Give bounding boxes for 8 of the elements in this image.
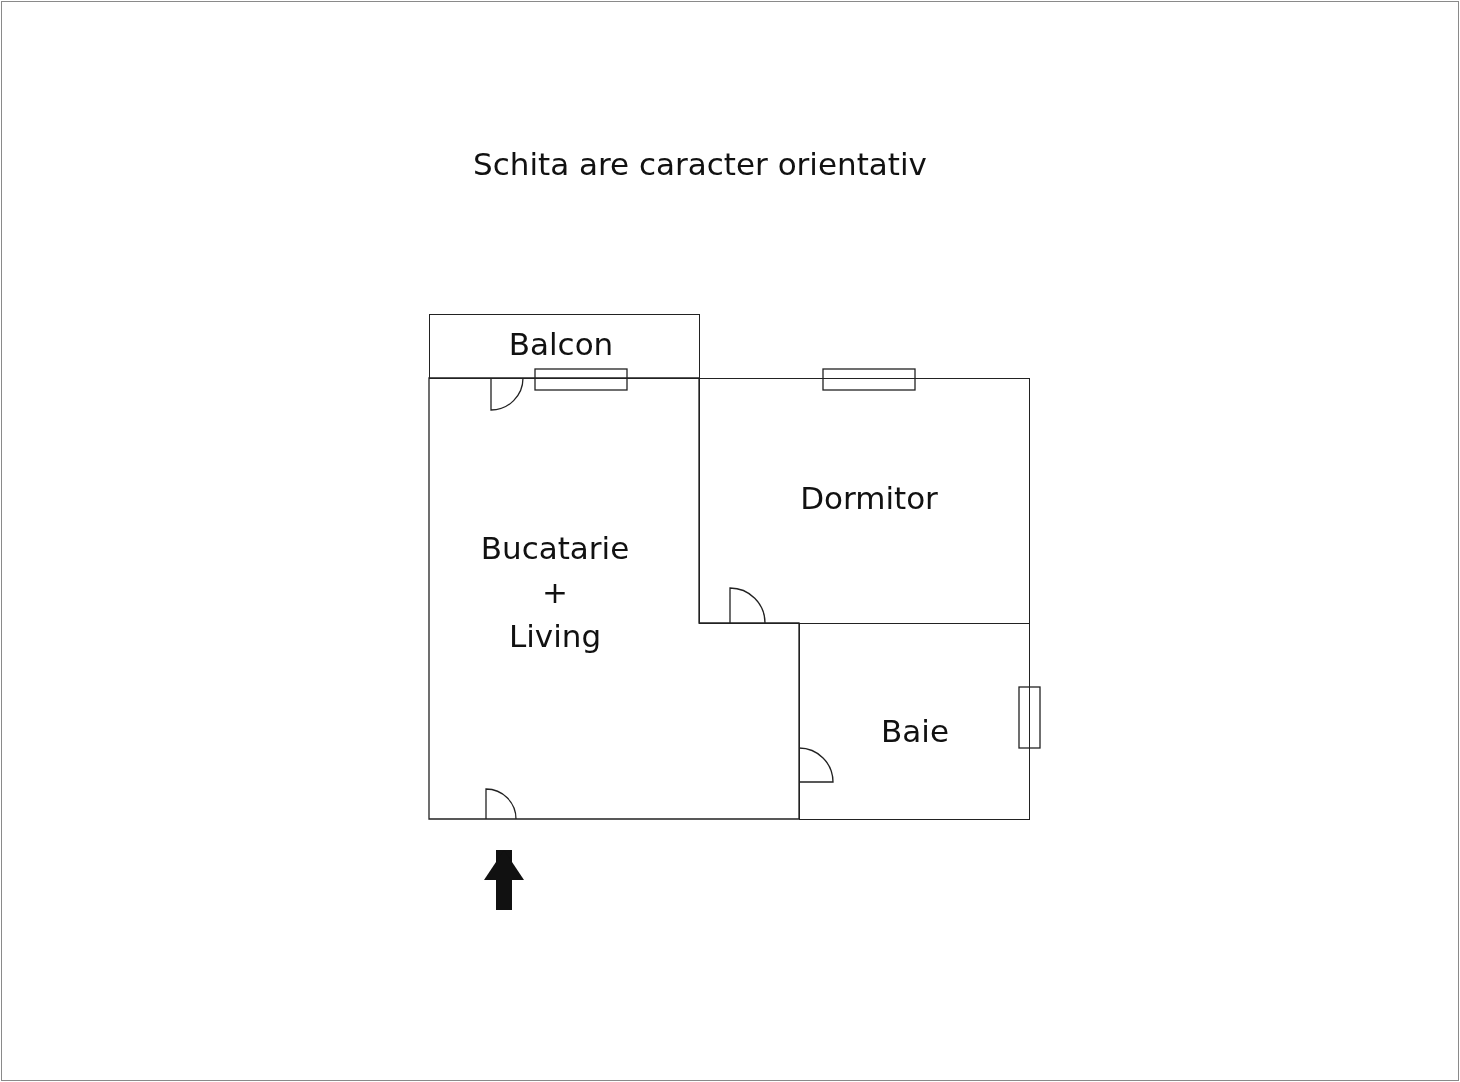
- room-label: Dormitor: [800, 480, 938, 516]
- room-area: [799, 623, 1030, 820]
- room-area: [429, 378, 800, 820]
- room-label: Bucatarie + Living: [479, 529, 631, 656]
- room-label: Balcon: [508, 326, 614, 362]
- room-label: Baie: [881, 713, 949, 749]
- entrance-arrow: [484, 850, 524, 910]
- note-text: Schita are caracter orientativ: [472, 146, 928, 182]
